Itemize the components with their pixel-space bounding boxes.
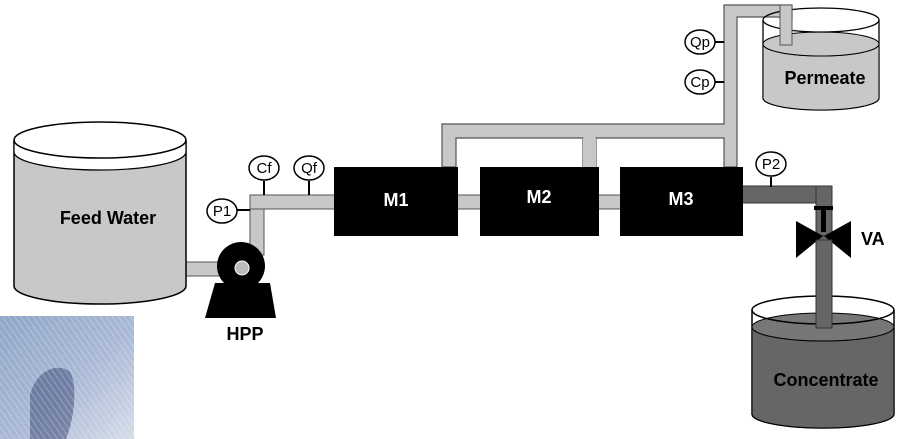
sensor-p2-label: P2 xyxy=(762,156,780,173)
membrane-photo xyxy=(0,316,134,439)
valve-label: VA xyxy=(861,229,885,249)
valve: VA xyxy=(796,206,885,258)
permeate-label: Permeate xyxy=(784,68,865,88)
feed-water-label: Feed Water xyxy=(60,208,156,228)
module-m2-label: M2 xyxy=(526,187,551,207)
sensor-cp-label: Cp xyxy=(690,74,709,91)
concentrate-tank: Concentrate xyxy=(752,240,894,428)
sensor-qp: Qp xyxy=(685,30,724,54)
membrane-module-m3: M3 xyxy=(620,167,743,236)
pipe-to-m1 xyxy=(250,195,336,209)
sensor-p2: P2 xyxy=(756,152,786,187)
pipe-m2-m3 xyxy=(598,195,622,209)
sensor-qf-label: Qf xyxy=(301,160,318,177)
membrane-module-m2: M2 xyxy=(480,167,599,236)
module-m1-label: M1 xyxy=(383,190,408,210)
pipe-m1-m2 xyxy=(456,195,482,209)
sensor-cf: Cf xyxy=(249,156,279,195)
sensor-qp-label: Qp xyxy=(690,34,710,51)
permeate-header-pipe xyxy=(442,5,792,167)
sensor-p1-label: P1 xyxy=(213,203,231,220)
high-pressure-pump: HPP xyxy=(205,242,276,344)
pipes xyxy=(185,5,832,328)
module-m3-label: M3 xyxy=(668,189,693,209)
m2-permeate-riser xyxy=(583,138,596,168)
sensor-qf: Qf xyxy=(294,156,324,195)
pump-label: HPP xyxy=(226,324,263,344)
membrane-module-m1: M1 xyxy=(334,167,458,236)
sensor-cf-label: Cf xyxy=(257,160,273,177)
concentrate-label: Concentrate xyxy=(773,370,878,390)
sensor-cp: Cp xyxy=(685,70,724,94)
permeate-tank: Permeate xyxy=(763,5,879,110)
feed-water-tank: Feed Water xyxy=(14,122,186,304)
sensor-p1: P1 xyxy=(207,199,250,223)
